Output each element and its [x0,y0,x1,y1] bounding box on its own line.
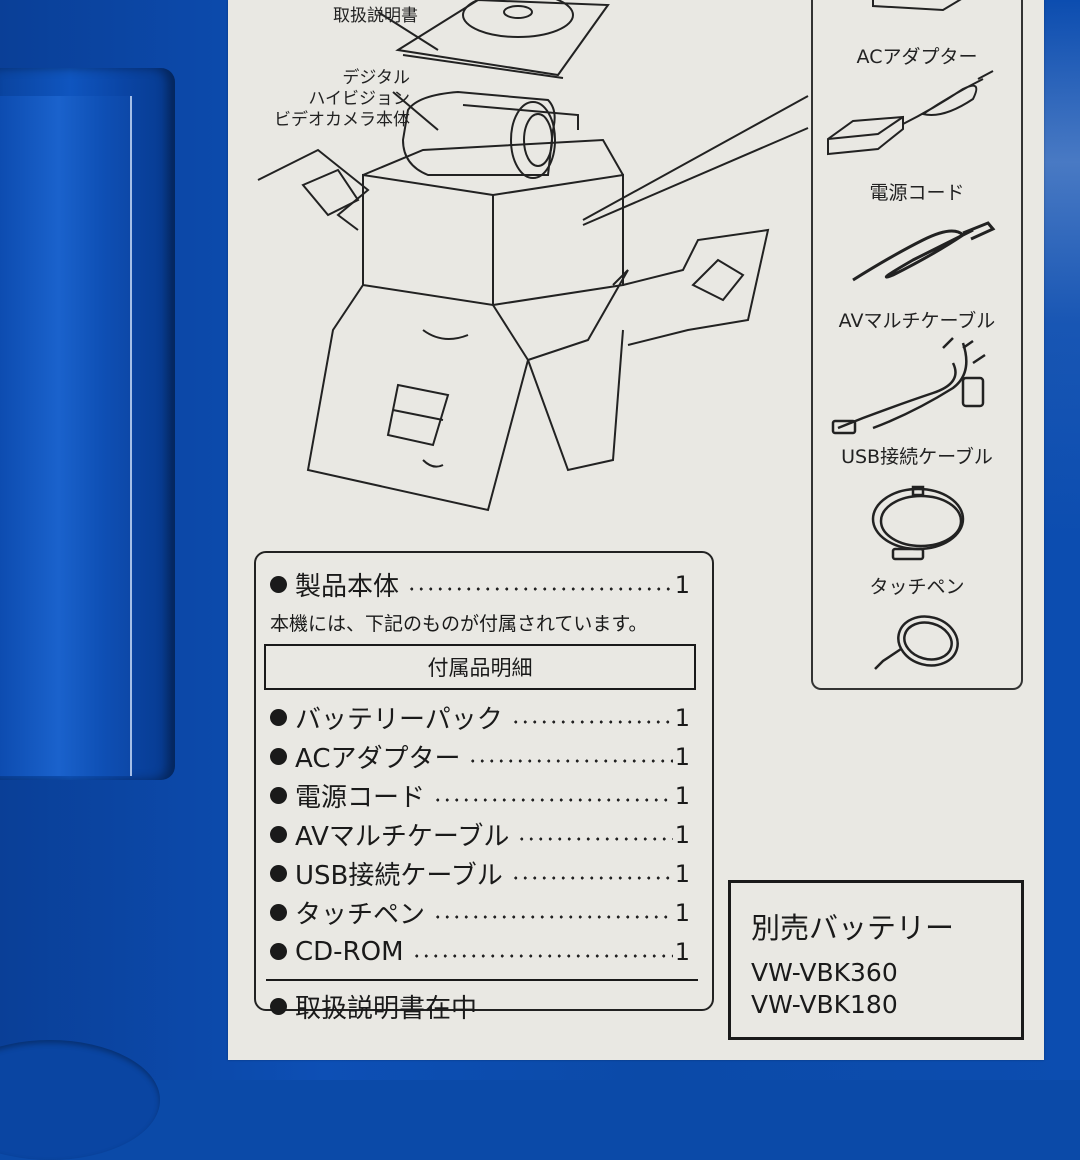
battery-title: 別売バッテリー [751,911,955,945]
leader-dots [517,836,673,841]
manual-enclosed-row: 取扱説明書在中 [270,987,690,1026]
optional-battery-box: 別売バッテリー VW-VBK360 VW-VBK180 [728,880,1024,1040]
divider [266,979,698,981]
leader-dots [510,719,673,724]
leader-dots [407,586,673,591]
list-item: USB接続ケーブル 1 [270,854,690,893]
battery-model: VW-VBK360 [751,958,898,987]
accessory-item: 電源コード [813,178,1021,299]
callout-manual: 取扱説明書 [333,6,418,26]
list-item: AVマルチケーブル 1 [270,815,690,854]
footer-text: 取扱説明書在中 [295,994,478,1024]
bullet-icon [270,943,287,960]
bullet-icon [270,904,287,921]
box-tray-recess [0,68,175,780]
package-contents-box: 製品本体 1 本機には、下記のものが付属されています。 付属品明細 バッテリーパ… [254,551,714,1024]
usb-cable-icon [871,485,965,561]
list-item: 電源コード 1 [270,776,690,815]
item-name: USB接続ケーブル [295,861,503,891]
item-qty: 1 [674,859,690,888]
list-item: ACアダプター 1 [270,737,690,776]
callout-camera-line3: ビデオカメラ本体 [274,110,410,130]
item-qty: 1 [674,937,690,966]
accessories-subheading: 付属品明細 [264,644,696,690]
bullet-icon [270,709,287,726]
item-name: AVマルチケーブル [295,822,510,852]
av-multi-cable-icon [831,337,986,435]
accessory-label: AVマルチケーブル [838,310,996,332]
battery-model: VW-VBK180 [751,990,898,1019]
power-cord-icon [852,221,996,282]
tray-flap [0,96,132,776]
item-qty: 1 [674,781,690,810]
list-item: CD-ROM 1 [270,932,690,971]
leader-dots [433,914,673,919]
accessory-item: ACアダプター [813,42,1021,163]
bullet-icon [270,826,287,843]
battery-pack-illustration [813,0,1021,22]
bullet-icon [270,787,287,804]
bullet-icon [270,998,287,1015]
packaging-diagram: 取扱説明書 デジタル ハイビジョン ビデオカメラ本体 [228,0,1044,560]
item-name: バッテリーパック [295,705,503,735]
touch-pen-icon [874,615,959,670]
bullet-icon [270,865,287,882]
callout-camera-line2: ハイビジョン [308,89,410,109]
accessory-item: USB接続ケーブル [813,442,1021,573]
accessory-label: 電源コード [869,182,965,204]
accessory-label: タッチペン [869,576,965,598]
item-qty: 1 [674,703,690,732]
bullet-icon [270,748,287,765]
leader-dots [468,758,673,763]
contents-note: 本機には、下記のものが付属されています。 [270,612,648,635]
leader-dots [411,953,673,958]
accessory-label: USB接続ケーブル [841,446,993,468]
item-qty: 1 [674,820,690,849]
ac-adapter-icon [827,70,994,156]
item-qty: 1 [674,742,690,771]
contents-label: 取扱説明書 デジタル ハイビジョン ビデオカメラ本体 ACアダプター 電源コード [228,0,1044,1060]
leader-dots [433,797,673,802]
main-item-row: 製品本体 1 [270,565,690,604]
item-qty: 1 [674,898,690,927]
accessory-label: ACアダプター [856,46,978,68]
accessory-item: AVマルチケーブル [813,306,1021,447]
item-name: CD-ROM [295,936,404,967]
leader-dots [510,875,673,880]
item-qty: 1 [674,570,690,599]
bullet-icon [270,576,287,593]
list-item: バッテリーパック 1 [270,698,690,737]
callout-camera-line1: デジタル [342,68,410,88]
item-name: ACアダプター [295,744,461,774]
accessory-panel: ACアダプター 電源コード AVマルチケーブル [811,0,1023,690]
accessory-item: タッチペン [813,572,1021,693]
item-name: タッチペン [295,900,426,930]
list-item: タッチペン 1 [270,893,690,932]
packaging-illustration-icon [257,0,809,512]
battery-pack-icon [872,0,962,12]
subheading-text: 付属品明細 [427,656,533,680]
item-name: 電源コード [295,783,426,813]
item-name: 製品本体 [295,572,400,602]
